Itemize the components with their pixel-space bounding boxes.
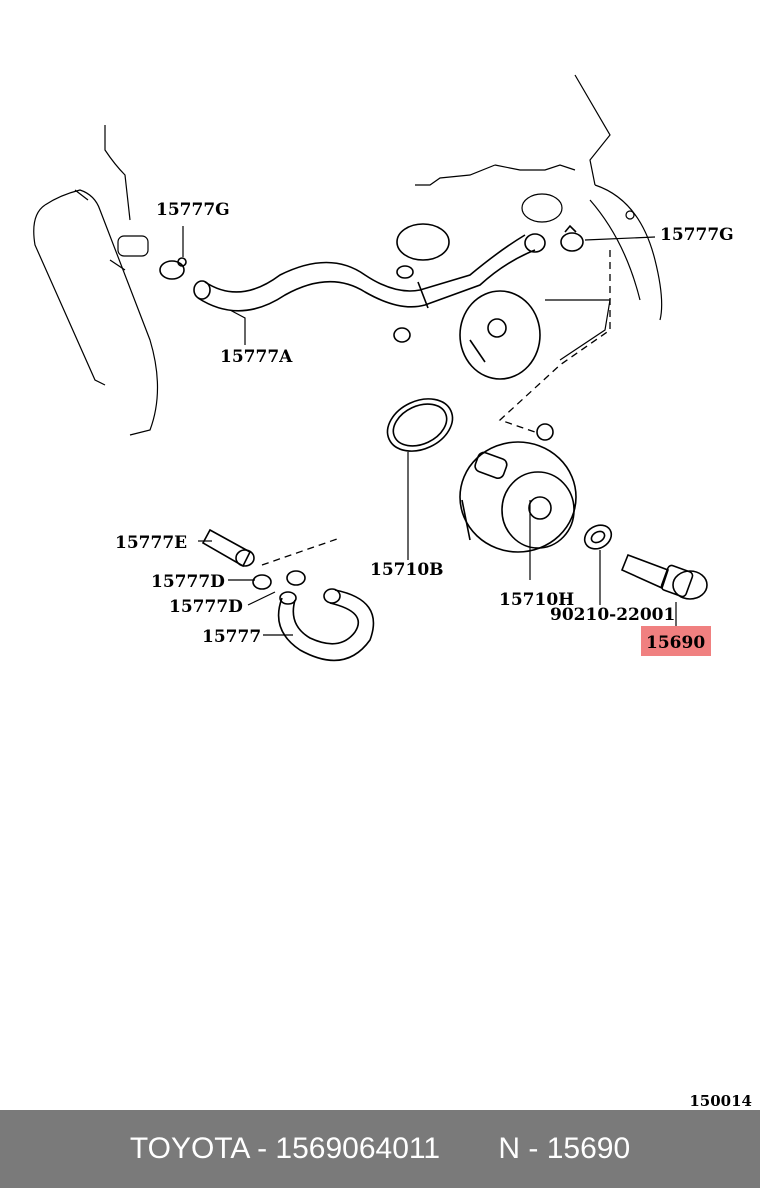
label-15777d-lower: 15777D: [169, 597, 243, 617]
label-90210-22001: 90210-22001: [550, 605, 675, 625]
illustration-code: 150014: [689, 1092, 752, 1110]
guide-lines: [261, 250, 611, 566]
engine-block-outline: [415, 74, 663, 361]
clamp-middle: [393, 223, 450, 343]
label-15710b: 15710B: [370, 560, 444, 580]
clamp-right-upper: [560, 224, 584, 252]
label-15690: 15690: [646, 633, 705, 653]
oil-cooler-15710h: [459, 423, 577, 553]
parts-diagram: 15777G 15777G 15777A 15777E 15777D 15777…: [33, 74, 734, 662]
footer-bar: TOYOTA - 1569064011 N - 15690: [0, 1110, 760, 1188]
label-15710h: 15710H: [499, 590, 574, 610]
target-label-highlight: [641, 626, 711, 656]
union-bolt-15690: [620, 553, 708, 600]
label-15777d-upper: 15777D: [151, 572, 225, 592]
label-15777e: 15777E: [115, 533, 187, 553]
label-15777g-left: 15777G: [156, 200, 230, 220]
hose-15777a: [193, 233, 546, 312]
pump-housing: [459, 290, 541, 380]
label-15777g-right: 15777G: [660, 225, 734, 245]
washer-90210-22001: [583, 524, 613, 550]
oring-15710b: [386, 398, 454, 452]
footer-text: TOYOTA - 1569064011 N - 15690: [129, 1132, 631, 1165]
left-engine-outline: [33, 125, 159, 436]
hose-15777: [277, 588, 375, 662]
fitting-15777e: [201, 528, 255, 568]
clamp-left-upper: [159, 257, 187, 280]
leader-lines: [182, 226, 677, 636]
clamps-15777d: [252, 570, 306, 590]
label-15777a: 15777A: [220, 347, 293, 367]
label-15777: 15777: [202, 627, 261, 647]
